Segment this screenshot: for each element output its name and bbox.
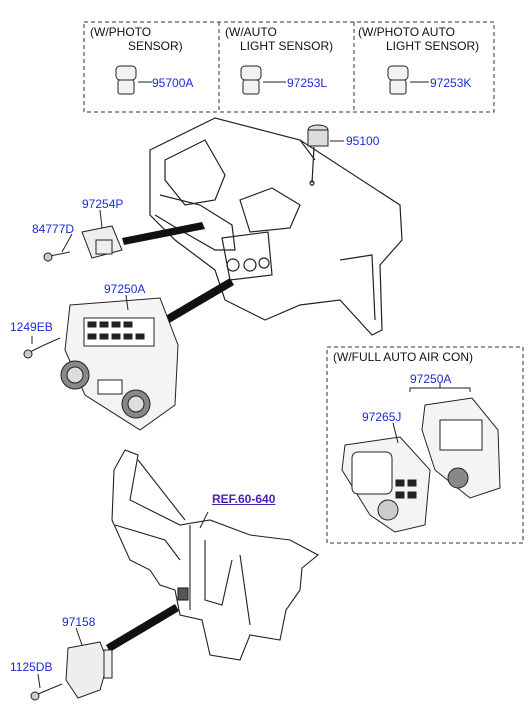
callout-arrow bbox=[106, 222, 234, 652]
full-auto-box bbox=[326, 346, 524, 544]
full-auto-panel-part: 97265J bbox=[362, 410, 402, 424]
part-blower-resistor: 97254P bbox=[82, 197, 124, 211]
part-screw: 84777D bbox=[32, 222, 75, 236]
variant-1-part: 95700A bbox=[152, 76, 194, 90]
reference-link[interactable]: REF.60-640 bbox=[212, 492, 276, 506]
variant-3-line1: (W/PHOTO AUTO bbox=[358, 25, 455, 39]
control-unit bbox=[60, 297, 179, 431]
variant-1-line1: (W/PHOTO bbox=[90, 25, 152, 39]
variant-3-part: 97253K bbox=[430, 76, 472, 90]
variant-1-line2: SENSOR) bbox=[128, 39, 183, 53]
part-bracket: 97158 bbox=[62, 615, 96, 629]
bottom-bolt bbox=[30, 673, 63, 701]
variant-3-line2: LIGHT SENSOR) bbox=[386, 39, 480, 53]
part-bottom-bolt: 1125DB bbox=[10, 660, 53, 674]
full-auto-unit bbox=[341, 397, 501, 533]
sensor-icon bbox=[115, 65, 409, 95]
dash-sensor bbox=[307, 124, 344, 147]
bolt bbox=[23, 336, 61, 359]
full-auto-unit-part: 97250A bbox=[410, 372, 452, 386]
support-frame bbox=[111, 449, 319, 661]
part-control-unit: 97250A bbox=[104, 282, 146, 296]
bracket bbox=[65, 641, 113, 699]
blower-resistor bbox=[81, 225, 123, 259]
variant-2-line2: LIGHT SENSOR) bbox=[240, 39, 334, 53]
full-auto-title: (W/FULL AUTO AIR CON) bbox=[333, 350, 474, 364]
part-bolt: 1249EB bbox=[10, 320, 53, 334]
screw bbox=[43, 233, 73, 262]
variant-box bbox=[83, 21, 495, 113]
part-sensor-top: 95100 bbox=[346, 134, 380, 148]
variant-2-line1: (W/AUTO bbox=[225, 25, 277, 39]
variant-2-part: 97253L bbox=[287, 76, 328, 90]
